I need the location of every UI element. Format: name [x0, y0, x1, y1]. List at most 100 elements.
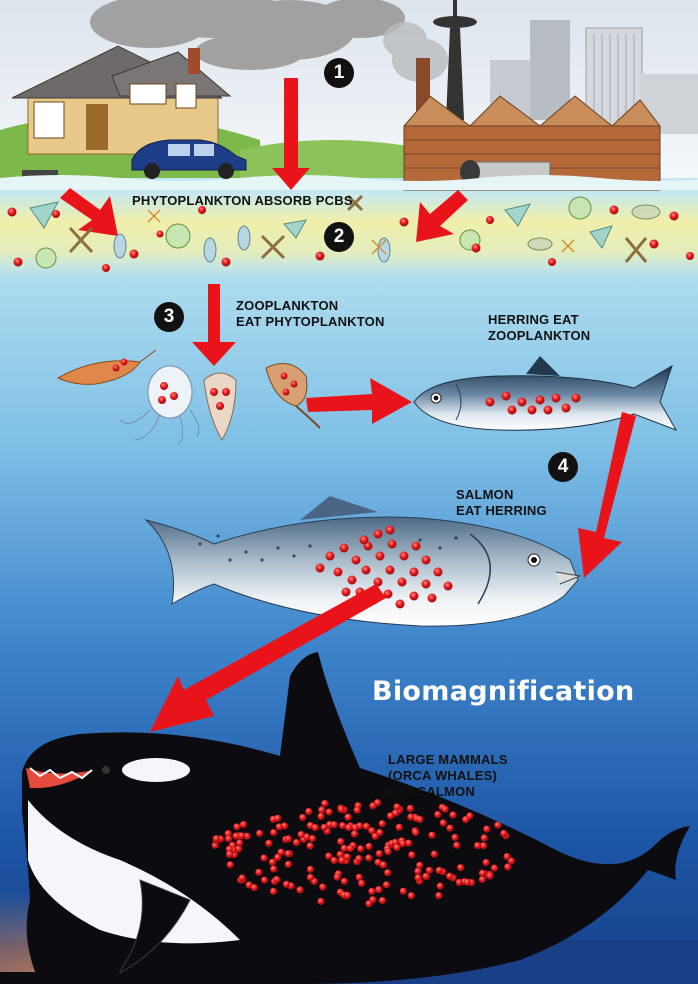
bottom-strip [0, 972, 120, 984]
pcb-dot [463, 878, 471, 886]
pcb-dot [330, 821, 338, 829]
pcb-dot [346, 844, 354, 853]
pcb-dot [478, 869, 487, 877]
pcb-dot [277, 848, 285, 856]
pcb-dot [260, 876, 269, 884]
pcb-dot [399, 840, 407, 848]
pcb-dot [439, 819, 447, 827]
pcb-dot [358, 879, 366, 888]
pcb-dot [212, 835, 220, 843]
pcb-dot [226, 861, 234, 869]
pcb-dot [337, 805, 345, 814]
pcb-dot [306, 865, 314, 874]
pcb-dot [320, 823, 328, 832]
pcb-dot [306, 873, 315, 882]
pcb-dot [250, 884, 258, 892]
pcb-dot [474, 842, 482, 850]
runoff-arrows [60, 78, 468, 242]
pcb-dot [292, 838, 301, 847]
pcb-dot [225, 835, 233, 843]
pcb-dot [365, 854, 373, 862]
pcb-dot [270, 829, 278, 837]
pcb-dot [507, 857, 515, 865]
pcb-dot [345, 824, 353, 832]
pcb-dot [318, 806, 326, 814]
arrow-to-zooplankton [192, 284, 236, 366]
pcb-dot [321, 799, 329, 808]
pcb-dot [376, 828, 384, 837]
jellyfish [119, 365, 200, 445]
label-line: ZOOPLANKTON [236, 298, 339, 313]
pcb-dot [268, 858, 277, 866]
pcb-dot [260, 854, 268, 862]
pcb-dot [365, 900, 373, 908]
pcb-dot [399, 887, 407, 895]
pcb-dot [350, 830, 359, 838]
pcb-dot [317, 897, 325, 906]
pcb-dot [330, 856, 338, 865]
pcb-dot [451, 833, 459, 842]
label-line: ZOOPLANKTON [488, 328, 591, 343]
pcb-dot [343, 891, 351, 899]
pcb-dot [355, 873, 363, 881]
pcb-dot [434, 810, 442, 819]
pcb-dot [407, 892, 415, 900]
pcb-dot [325, 852, 333, 860]
pcb-dot [414, 867, 422, 875]
pcb-dot [243, 832, 251, 840]
pcb-dot [306, 842, 314, 850]
pcb-dot [414, 874, 422, 882]
pcb-dot [436, 882, 444, 890]
pcb-dot [343, 853, 351, 861]
pcb-dot [235, 845, 243, 853]
pcb-dot [333, 873, 341, 881]
pcb-dot [256, 829, 264, 838]
pcb-dot [357, 845, 365, 853]
pcb-dot [238, 832, 246, 840]
label-line: HERRING EAT [488, 312, 579, 327]
pcb-dot [236, 839, 244, 847]
pcb-dot [337, 837, 345, 846]
pcb-dot [308, 834, 317, 843]
pcb-dot [338, 856, 346, 865]
pcb-dot [224, 830, 232, 838]
pcb-dot [416, 861, 424, 870]
zooplankton [56, 349, 321, 445]
pcb-dot [275, 823, 283, 831]
label-line: PHYTOPLANKTON ABSORB PCBs [132, 193, 353, 208]
pcb-dot [446, 872, 454, 880]
pcb-dot [344, 813, 352, 821]
step-3-marker: 3 [154, 302, 184, 332]
pcb-dot [284, 850, 292, 858]
pcb-dot [375, 850, 383, 858]
pcb-dot [269, 887, 278, 896]
pcb-dot [319, 883, 327, 891]
pcb-dot [455, 878, 463, 887]
pcb-dot [296, 886, 304, 894]
pcb-dot [480, 834, 488, 842]
pcb-dot [405, 839, 413, 847]
pcb-dot [225, 845, 233, 853]
pcb-dot [490, 864, 499, 872]
pcb-dot [425, 866, 433, 874]
pcb-dot [299, 813, 307, 822]
pcb-dot [336, 850, 344, 859]
pcb-dot [232, 832, 240, 840]
pcb-dot [238, 874, 246, 882]
pcb-dot [503, 853, 511, 861]
pcb-dot [393, 803, 401, 811]
pcb-dot [284, 835, 292, 843]
label-line: EAT HERRING [456, 503, 547, 518]
pcb-dot [353, 806, 361, 814]
pcb-dot [395, 823, 403, 831]
pcb-dot [305, 807, 313, 816]
diagram-title: Biomagnification [372, 676, 635, 707]
pcb-dot [226, 850, 234, 859]
pcb-dot [384, 848, 392, 856]
pcb-dot [317, 812, 325, 821]
krill [56, 349, 157, 385]
pcb-dot [362, 822, 370, 830]
label-line: EAT SALMON [388, 784, 475, 799]
step-4-marker: 4 [548, 452, 578, 482]
pcb-dot [416, 815, 424, 824]
